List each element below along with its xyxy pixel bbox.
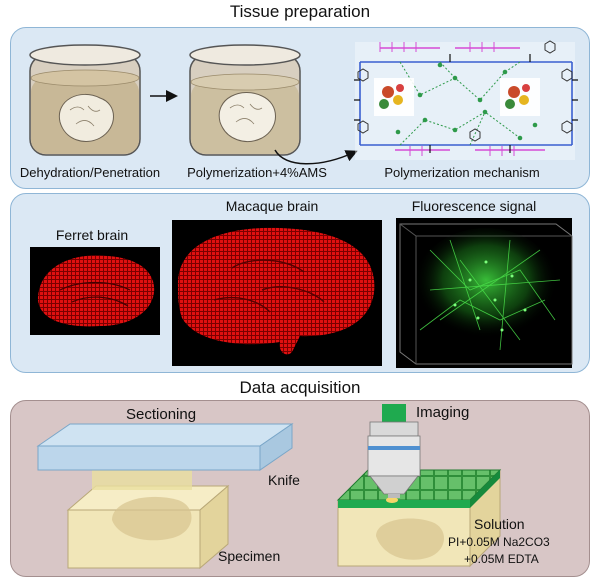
arrow-step2: [274, 149, 358, 165]
macaque-brain-label: Macaque brain: [225, 198, 319, 214]
imaging-label: Imaging: [416, 404, 470, 421]
sectioning-illustration: [36, 423, 294, 570]
step-polymerization-label: Polymerization+4%AMS: [187, 165, 327, 180]
specimen-label: Specimen: [218, 548, 281, 564]
macaque-brain-image: [172, 220, 382, 366]
beaker-dehydration: [29, 44, 141, 156]
data-acquisition-title: Data acquisition: [239, 378, 361, 397]
ferret-brain-label: Ferret brain: [55, 227, 129, 243]
solution-composition-line1: PI+0.05M Na2CO3: [448, 535, 550, 549]
step-dehydration-label: Dehydration/Penetration: [19, 165, 161, 180]
step-mechanism-label: Polymerization mechanism: [384, 165, 540, 180]
solution-composition-line2: +0.05M EDTA: [464, 552, 539, 566]
sectioning-label: Sectioning: [126, 406, 197, 423]
polymerization-mechanism-diagram: [354, 40, 578, 160]
beaker-polymerization: [189, 44, 301, 156]
fluorescence-signal-label: Fluorescence signal: [411, 198, 537, 214]
imaging-illustration: [336, 404, 502, 568]
knife-label: Knife: [268, 472, 300, 488]
fluorescence-signal-image: [396, 218, 573, 368]
tissue-preparation-title: Tissue preparation: [229, 2, 371, 21]
solution-label: Solution: [474, 516, 525, 532]
ferret-brain-image: [30, 247, 160, 335]
